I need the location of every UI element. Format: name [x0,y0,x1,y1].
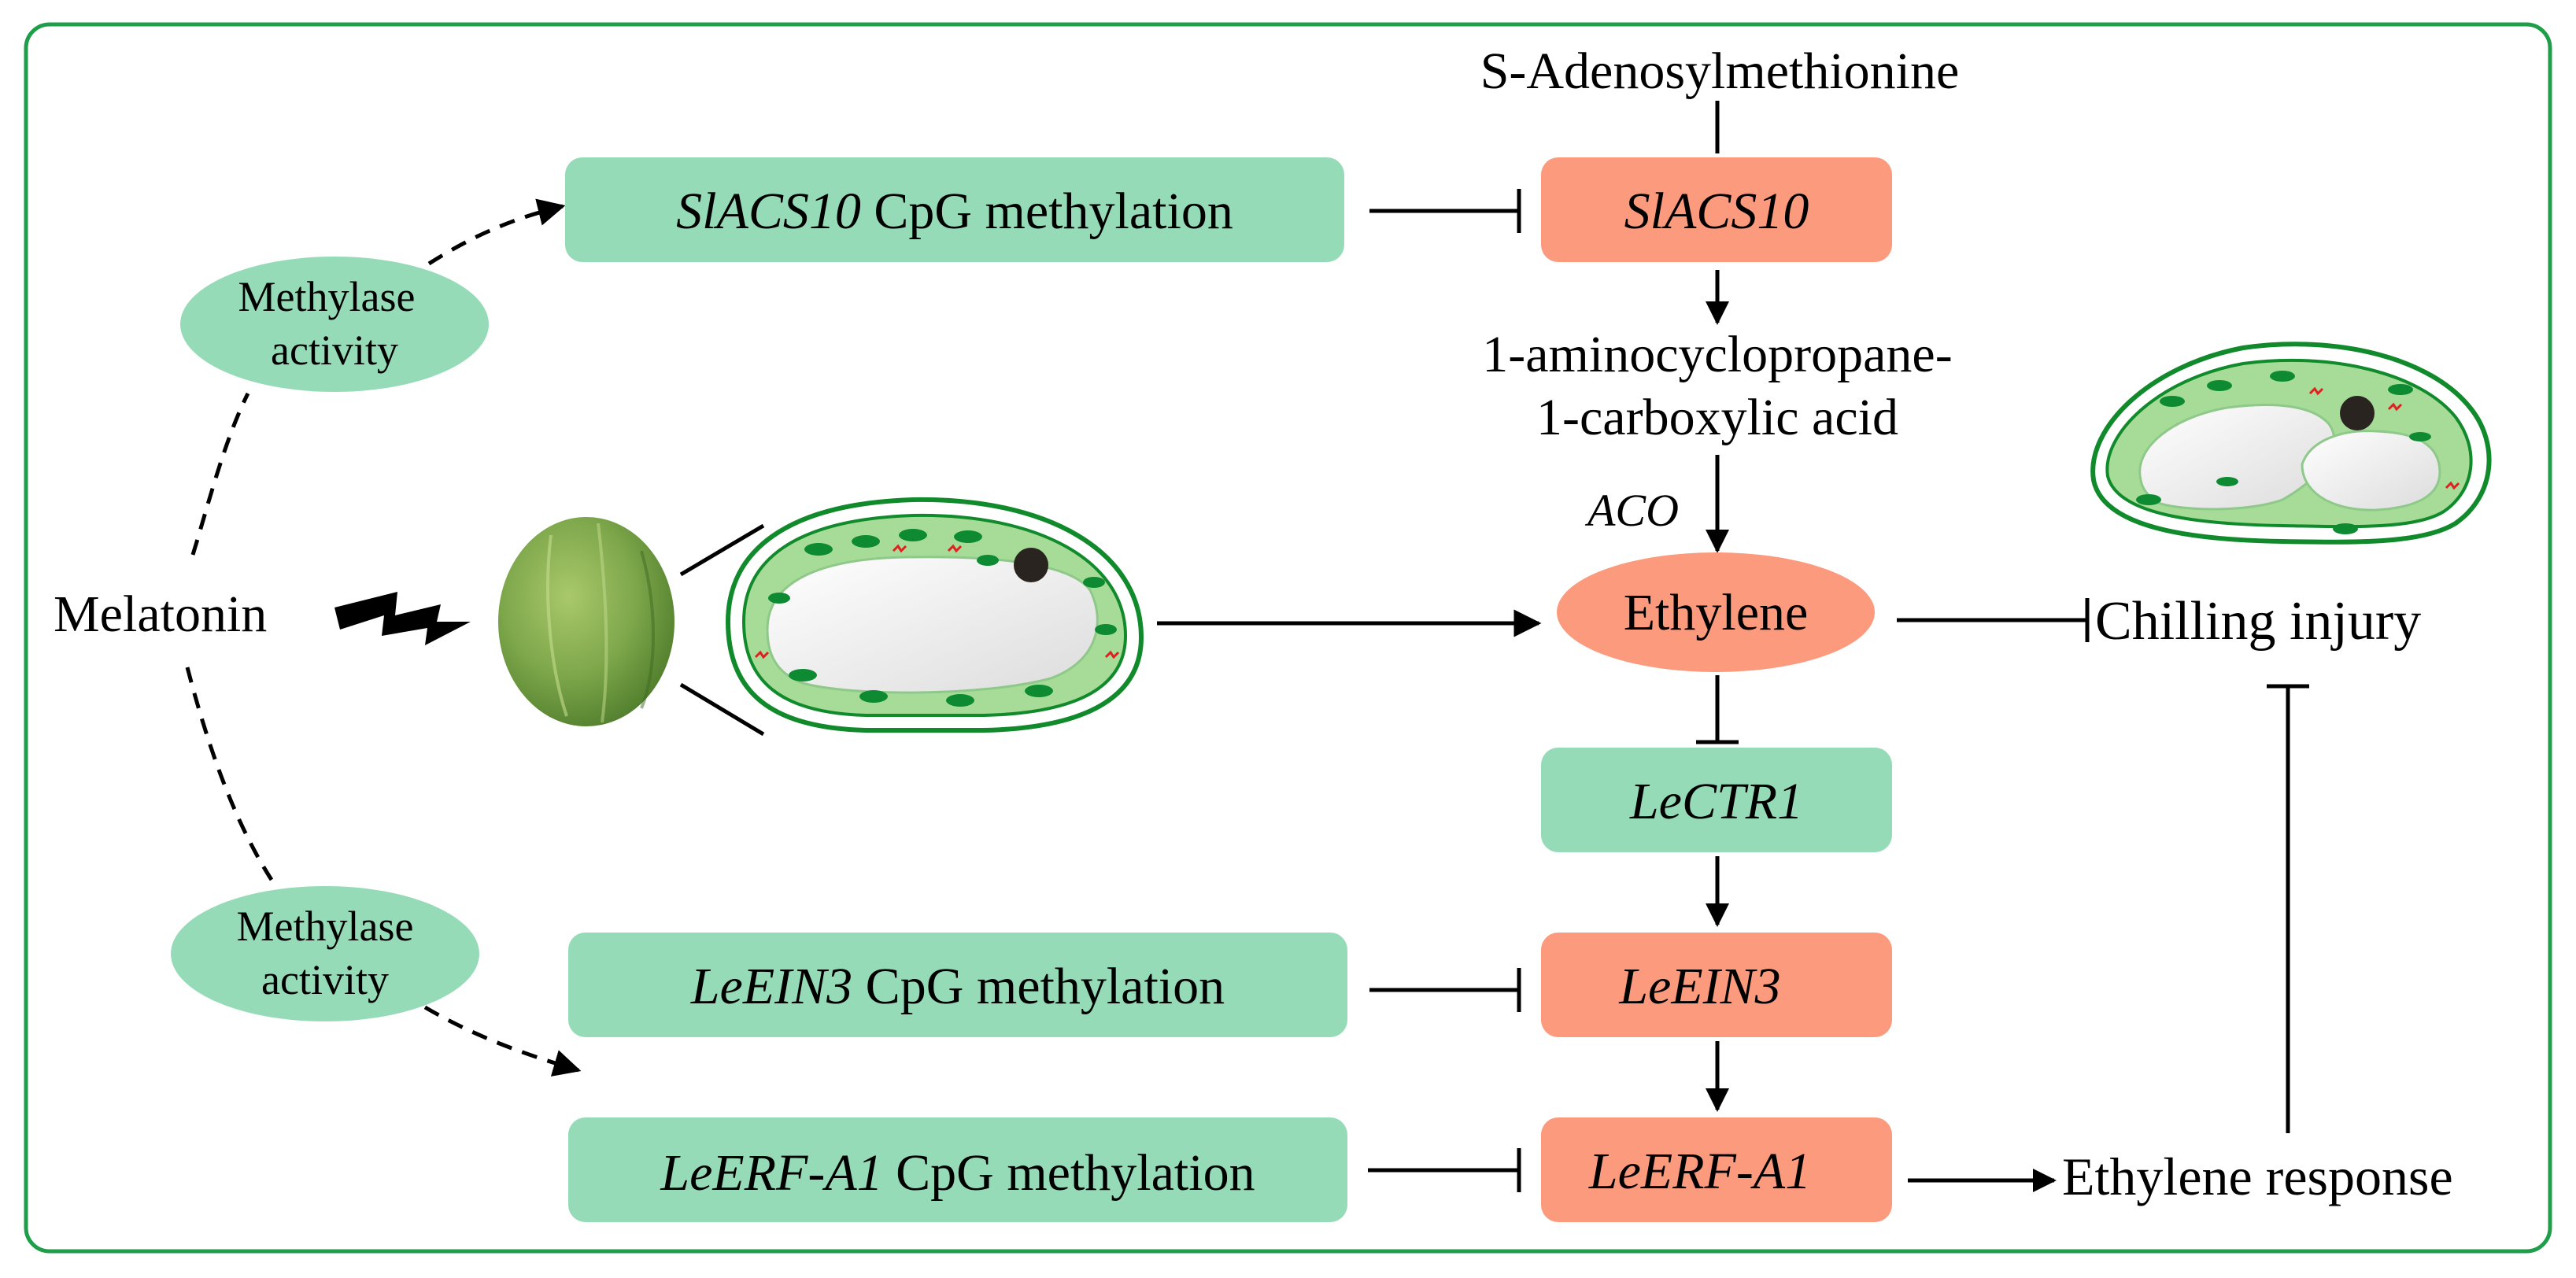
inhibit-methylation-leein3 [1369,968,1521,1012]
dashed-arrow-to-leein3 [423,1005,582,1077]
methylation-gene-leerf-a1: LeERF-A1 [660,1144,882,1202]
methylation-box-leein3: LeEIN3 CpG methylation [568,933,1347,1037]
aco-label: ACO [1584,485,1679,536]
gene-box-lectr1: LeCTR1 [1541,748,1892,852]
methylase-top-line1: Methylase [238,273,416,320]
chilling-injury-label: Chilling injury [2095,591,2421,652]
gene-box-leerf-a1: LeERF-A1 [1541,1117,1892,1222]
sam-label: S-Adenosylmethionine [1480,42,1960,100]
inhibit-ethylene-lectr1 [1696,675,1739,744]
fruit-cell-injured-icon [2090,342,2492,545]
gene-label-slacs10: SlACS10 [1624,183,1809,240]
inhibit-methylation-slacs10 [1369,189,1521,233]
dashed-arrow-bottom-lower [185,667,274,881]
ethylene-response-label: Ethylene response [2062,1147,2453,1206]
svg-text:SlACS10 CpG methylation: SlACS10 CpG methylation [676,183,1233,240]
acc-label-line1: 1-aminocyclopropane- [1482,326,1952,383]
tomato-fruit-icon [498,517,674,726]
inhibit-response-chilling [2267,684,2309,1133]
dashed-arrow-to-slacs10 [190,392,250,556]
melatonin-label: Melatonin [54,585,267,643]
gene-label-leerf-a1: LeERF-A1 [1588,1143,1811,1200]
methylase-activity-top: Methylase activity [180,257,489,392]
svg-text:LeEIN3 CpG methylation: LeEIN3 CpG methylation [690,958,1225,1015]
svg-text:LeERF-A1 CpG methylation: LeERF-A1 CpG methylation [660,1144,1255,1202]
ethylene-node: Ethylene [1557,552,1875,672]
methylation-gene-leein3: LeEIN3 [690,958,852,1015]
methylase-top-line2: activity [271,327,398,374]
zoom-line-bottom [679,682,765,737]
methylation-suffix-slacs10: CpG methylation [861,183,1233,240]
acc-label-line2: 1-carboxylic acid [1536,389,1898,446]
inhibit-methylation-leerf-a1 [1368,1148,1521,1192]
methylase-bottom-line2: activity [261,956,389,1003]
methylation-suffix-leerf-a1: CpG methylation [883,1144,1255,1202]
zoom-line-top [679,523,765,577]
inhibit-ethylene-chilling [1897,598,2090,642]
methylation-box-slacs10: SlACS10 CpG methylation [565,157,1344,262]
gene-box-leein3: LeEIN3 [1541,933,1892,1037]
methylation-suffix-leein3: CpG methylation [852,958,1225,1015]
gene-box-slacs10: SlACS10 [1541,157,1892,262]
methylation-box-leerf-a1: LeERF-A1 CpG methylation [568,1117,1347,1222]
methylase-activity-bottom: Methylase activity [171,886,479,1021]
lightning-bolt-icon [334,592,471,645]
ethylene-label: Ethylene [1624,584,1809,641]
gene-label-lectr1: LeCTR1 [1629,773,1803,830]
gene-label-leein3: LeEIN3 [1618,958,1780,1015]
methylation-gene-slacs10: SlACS10 [676,183,861,240]
fruit-cell-healthy-icon [725,497,1144,733]
methylase-bottom-line1: Methylase [237,903,414,950]
